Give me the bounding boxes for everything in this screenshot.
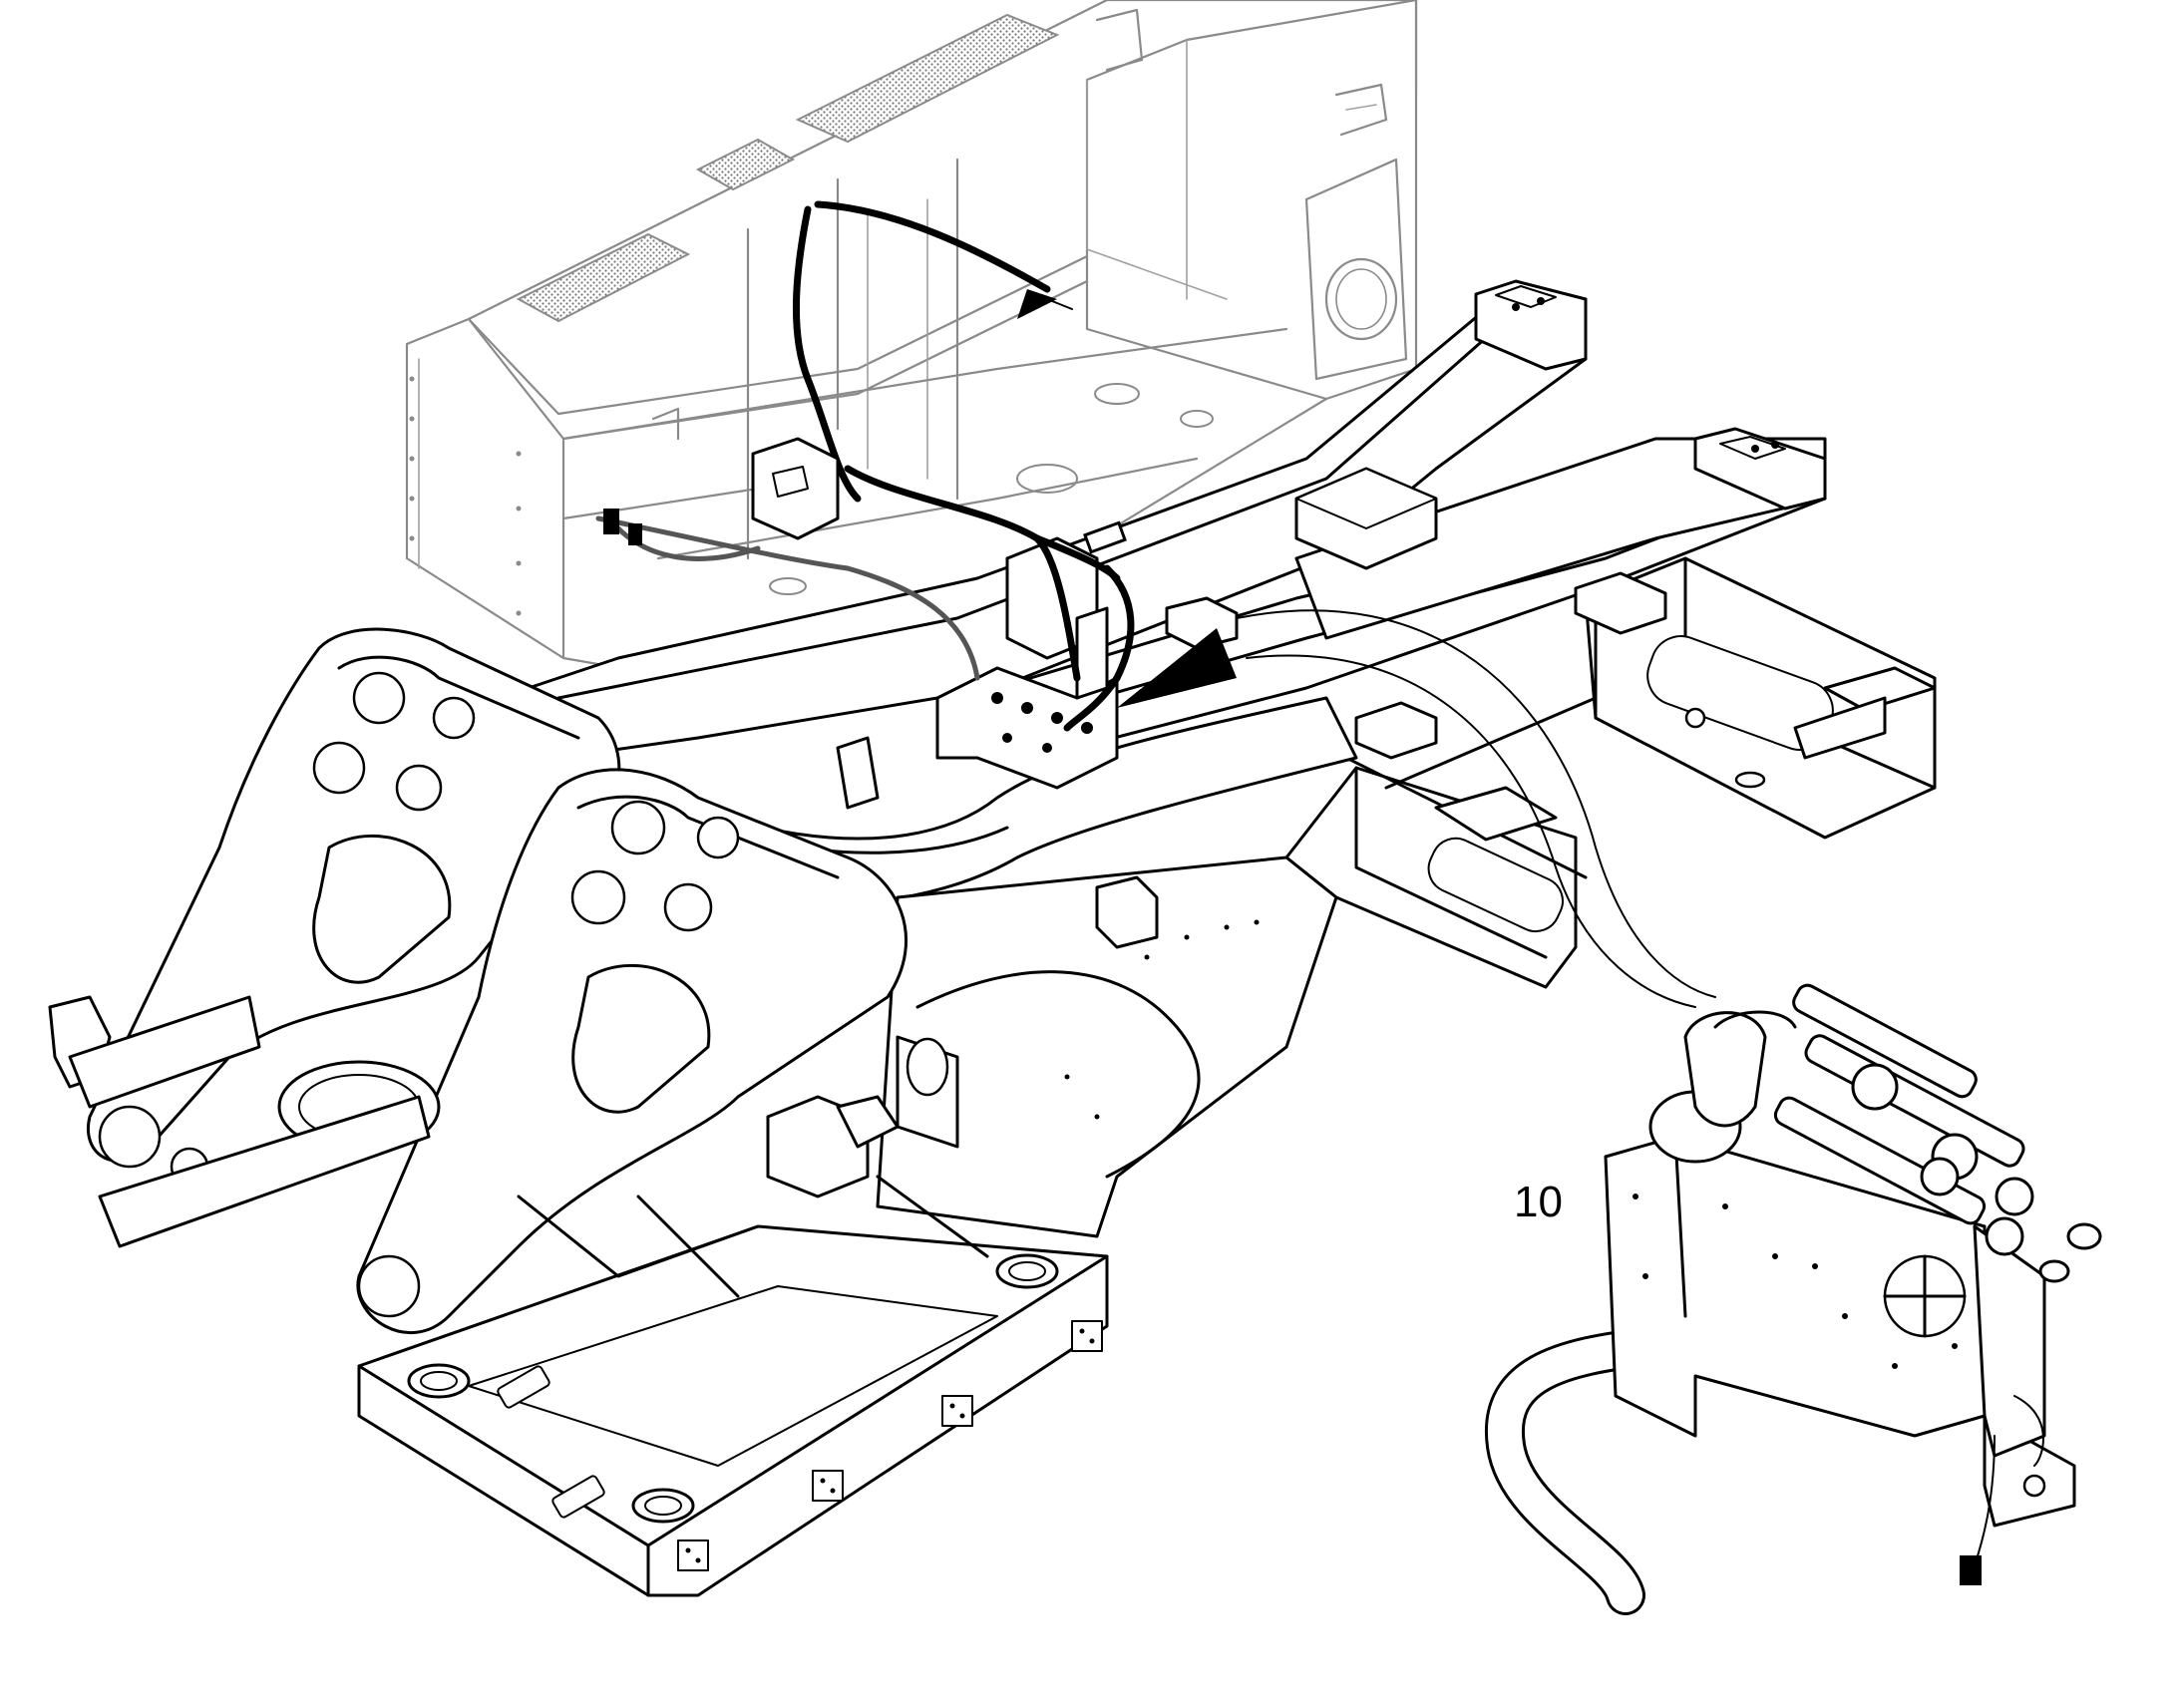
detail-10-assembly xyxy=(1484,983,2102,1615)
cab-housing-ghost xyxy=(405,0,1418,680)
callout-10-label: 10 xyxy=(1514,1178,1563,1226)
base-platform xyxy=(357,1035,1109,1597)
callout-leader xyxy=(1236,609,1716,1008)
boom-brackets xyxy=(48,627,908,1335)
wiring-harness xyxy=(595,200,1237,732)
